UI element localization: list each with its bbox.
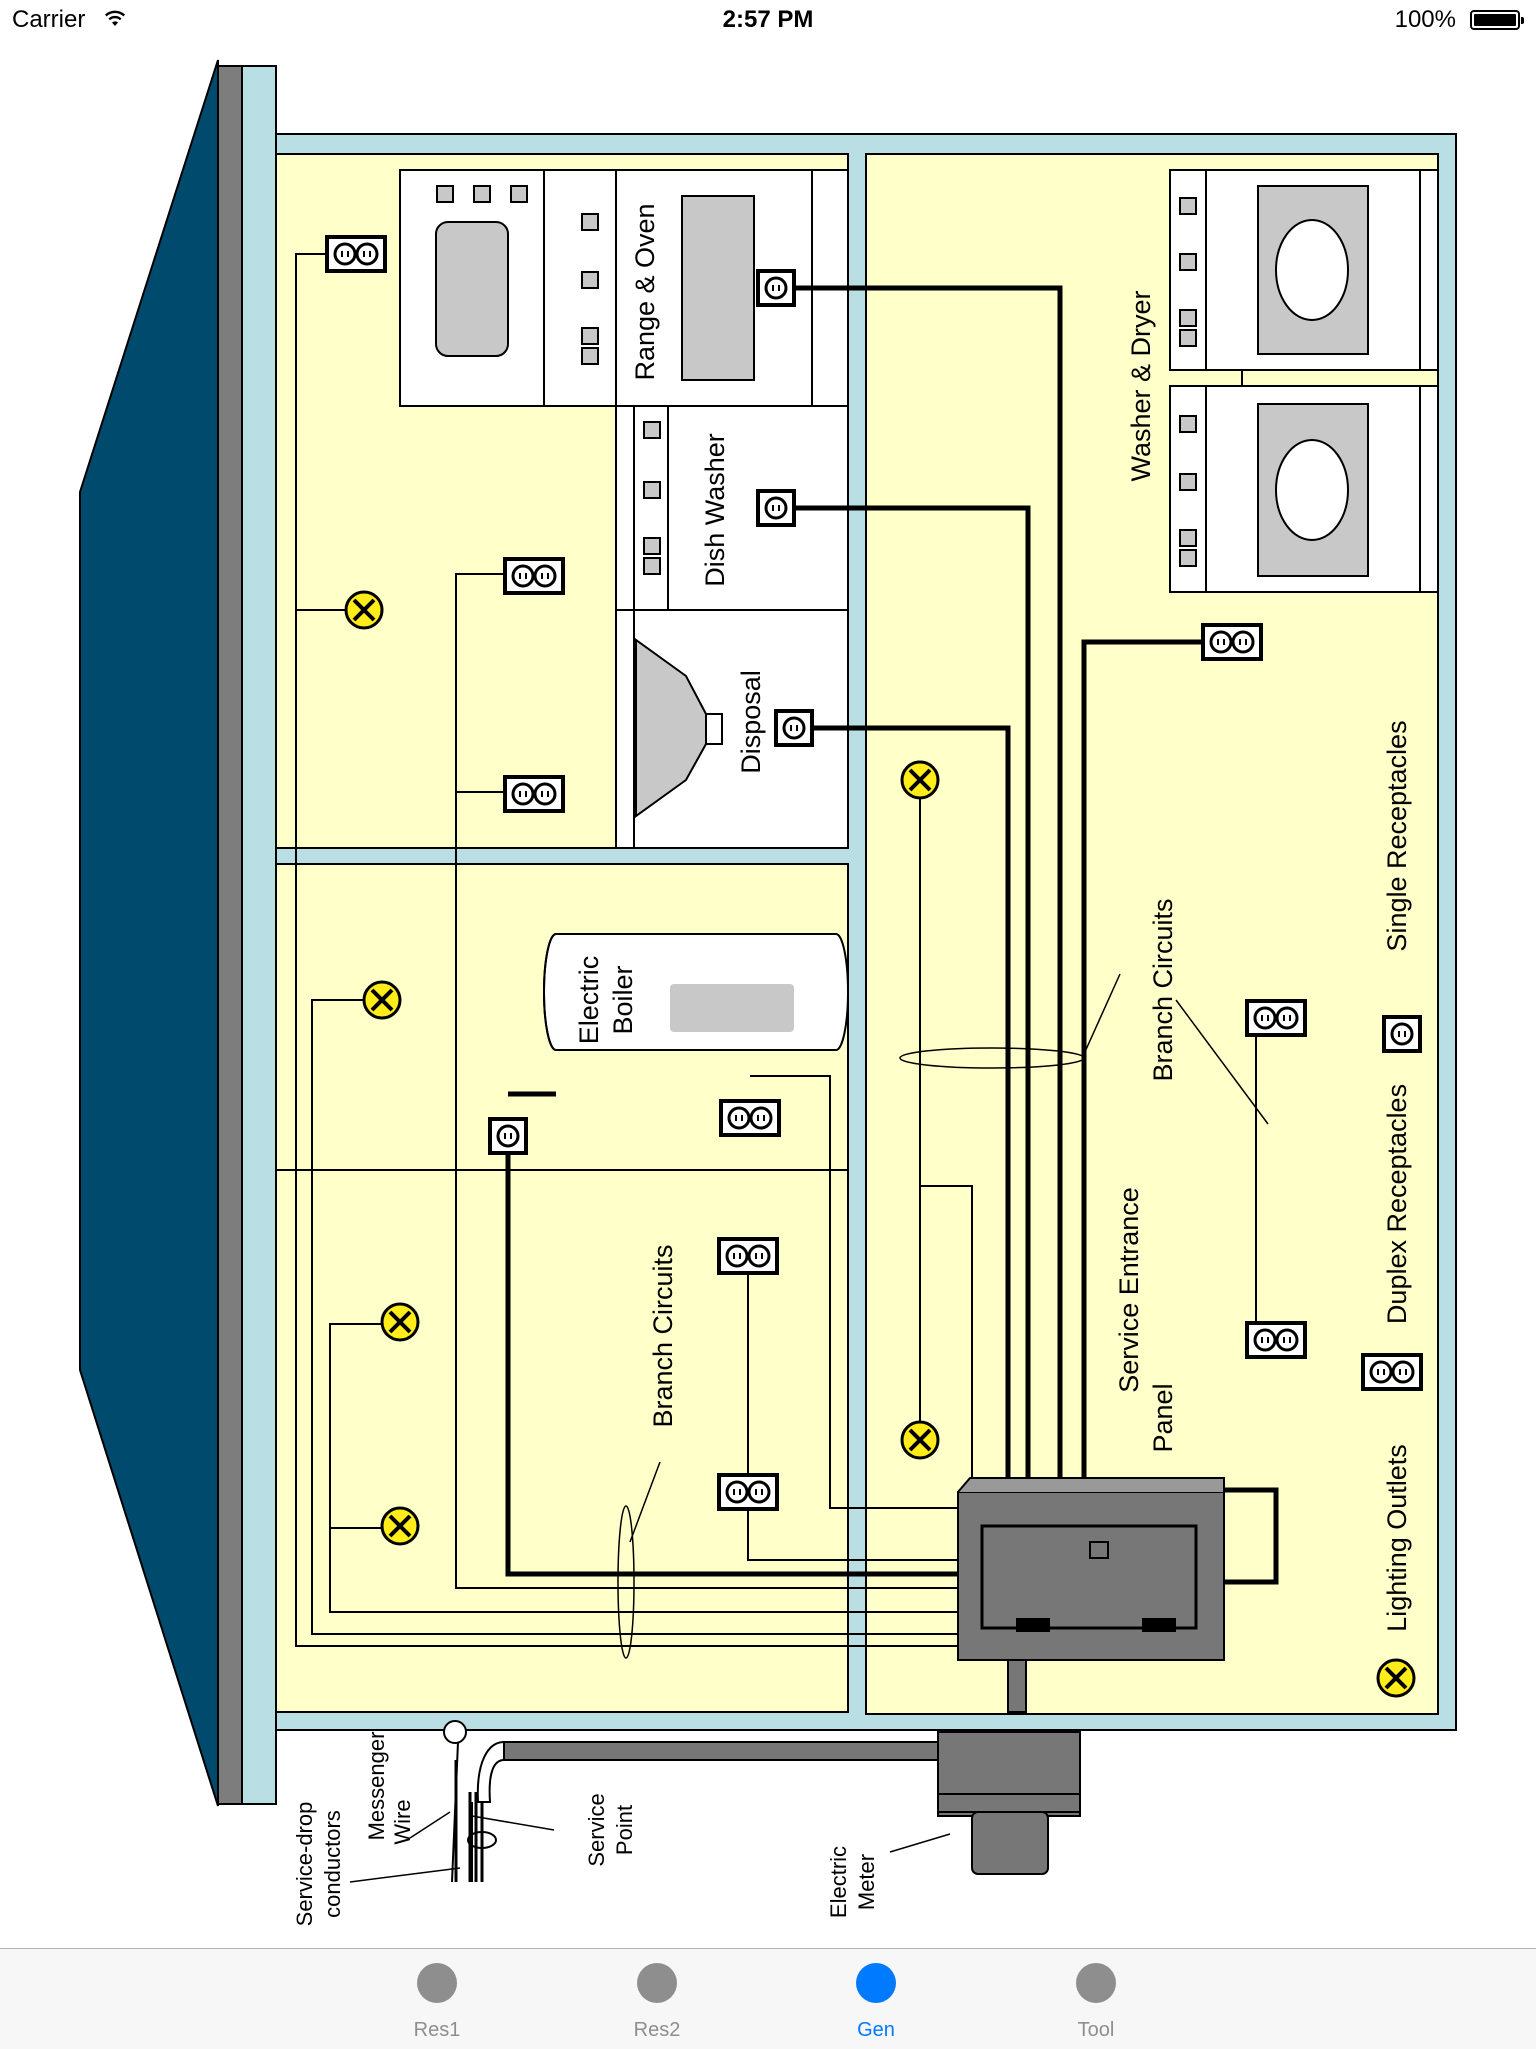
tab-res2[interactable]: Res2 xyxy=(597,1949,717,2049)
tab-tool[interactable]: Tool xyxy=(1036,1949,1156,2049)
tab-gen[interactable]: Gen xyxy=(816,1949,936,2049)
carrier-label: Carrier xyxy=(12,6,86,33)
tab-res2-label: Res2 xyxy=(633,2019,681,2041)
lighting-outlet xyxy=(362,980,402,1020)
tab-gen-label: Gen xyxy=(857,2019,895,2041)
disposal-label: Disposal xyxy=(736,670,766,774)
messenger-wire-label-2: Wire xyxy=(390,1799,415,1844)
wifi-icon xyxy=(105,10,125,26)
range-oven-label: Range & Oven xyxy=(630,203,660,380)
legend-single-icon xyxy=(1382,1015,1422,1053)
electric-meter-label-1: Electric xyxy=(826,1846,851,1918)
single-receptacle xyxy=(488,1117,528,1155)
legend-single-label: Single Receptacles xyxy=(1382,720,1412,951)
legend-duplex-icon xyxy=(1361,1353,1423,1391)
duplex-receptacle xyxy=(503,557,565,595)
res1-tab-icon xyxy=(417,1963,457,2003)
outer-wall xyxy=(241,65,277,1805)
res2-tab-icon xyxy=(637,1963,677,2003)
house-wiring-diagram: Range & Oven Dish Washer Disposal Washer… xyxy=(79,59,1457,1927)
service-drop-label-2: conductors xyxy=(320,1810,345,1918)
lighting-outlet xyxy=(900,760,940,800)
tab-res1[interactable]: Res1 xyxy=(377,1949,497,2049)
tab-res1-label: Res1 xyxy=(413,2019,461,2041)
lighting-outlet xyxy=(900,1420,940,1460)
dish-washer-label: Dish Washer xyxy=(700,433,730,587)
duplex-receptacle xyxy=(719,1099,781,1137)
lighting-outlet xyxy=(380,1302,420,1342)
branch-circuits-label-left: Branch Circuits xyxy=(648,1244,678,1427)
legend-duplex-label: Duplex Receptacles xyxy=(1382,1084,1412,1324)
duplex-receptacle xyxy=(1245,999,1307,1037)
electric-meter-label-2: Meter xyxy=(854,1854,879,1910)
battery-icon xyxy=(1470,10,1524,30)
lighting-outlet xyxy=(344,590,384,630)
gen-tab-icon xyxy=(856,1963,896,2003)
service-point-label-1: Service xyxy=(584,1793,609,1866)
duplex-receptacle xyxy=(1245,1321,1307,1359)
single-receptacle xyxy=(756,269,796,307)
electric-boiler-label-2: Boiler xyxy=(608,965,638,1034)
legend-lighting-label: Lighting Outlets xyxy=(1382,1444,1412,1632)
service-drop-label-1: Service-drop xyxy=(292,1802,317,1927)
duplex-receptacle xyxy=(325,235,387,273)
tab-tool-label: Tool xyxy=(1077,2019,1115,2041)
single-receptacle xyxy=(774,709,814,747)
messenger-wire-label-1: Messenger xyxy=(364,1732,389,1841)
tab-bar: Res1 Res2 Gen Tool xyxy=(0,1948,1536,2049)
clock: 2:57 PM xyxy=(722,6,814,33)
washer-dryer-label: Washer & Dryer xyxy=(1126,290,1156,481)
electric-boiler-label-1: Electric xyxy=(574,956,604,1045)
electric-meter xyxy=(971,1811,1049,1875)
tool-tab-icon xyxy=(1076,1963,1116,2003)
service-entrance-label-1: Service Entrance xyxy=(1114,1187,1144,1393)
duplex-receptacle xyxy=(717,1237,779,1275)
duplex-receptacle xyxy=(717,1473,779,1511)
roof xyxy=(79,59,219,1807)
duplex-receptacle xyxy=(1201,623,1263,661)
legend-lighting-icon xyxy=(1376,1658,1416,1698)
branch-circuits-label-right: Branch Circuits xyxy=(1148,898,1178,1081)
lighting-outlet xyxy=(380,1506,420,1546)
battery-percent: 100% xyxy=(1394,6,1456,33)
status-bar: Carrier 2:57 PM 100% xyxy=(0,0,1536,42)
service-entrance-label-2: Panel xyxy=(1148,1383,1178,1452)
roof-band xyxy=(217,65,243,1805)
duplex-receptacle xyxy=(503,775,565,813)
service-point-label-2: Point xyxy=(612,1805,637,1855)
single-receptacle xyxy=(756,489,796,527)
